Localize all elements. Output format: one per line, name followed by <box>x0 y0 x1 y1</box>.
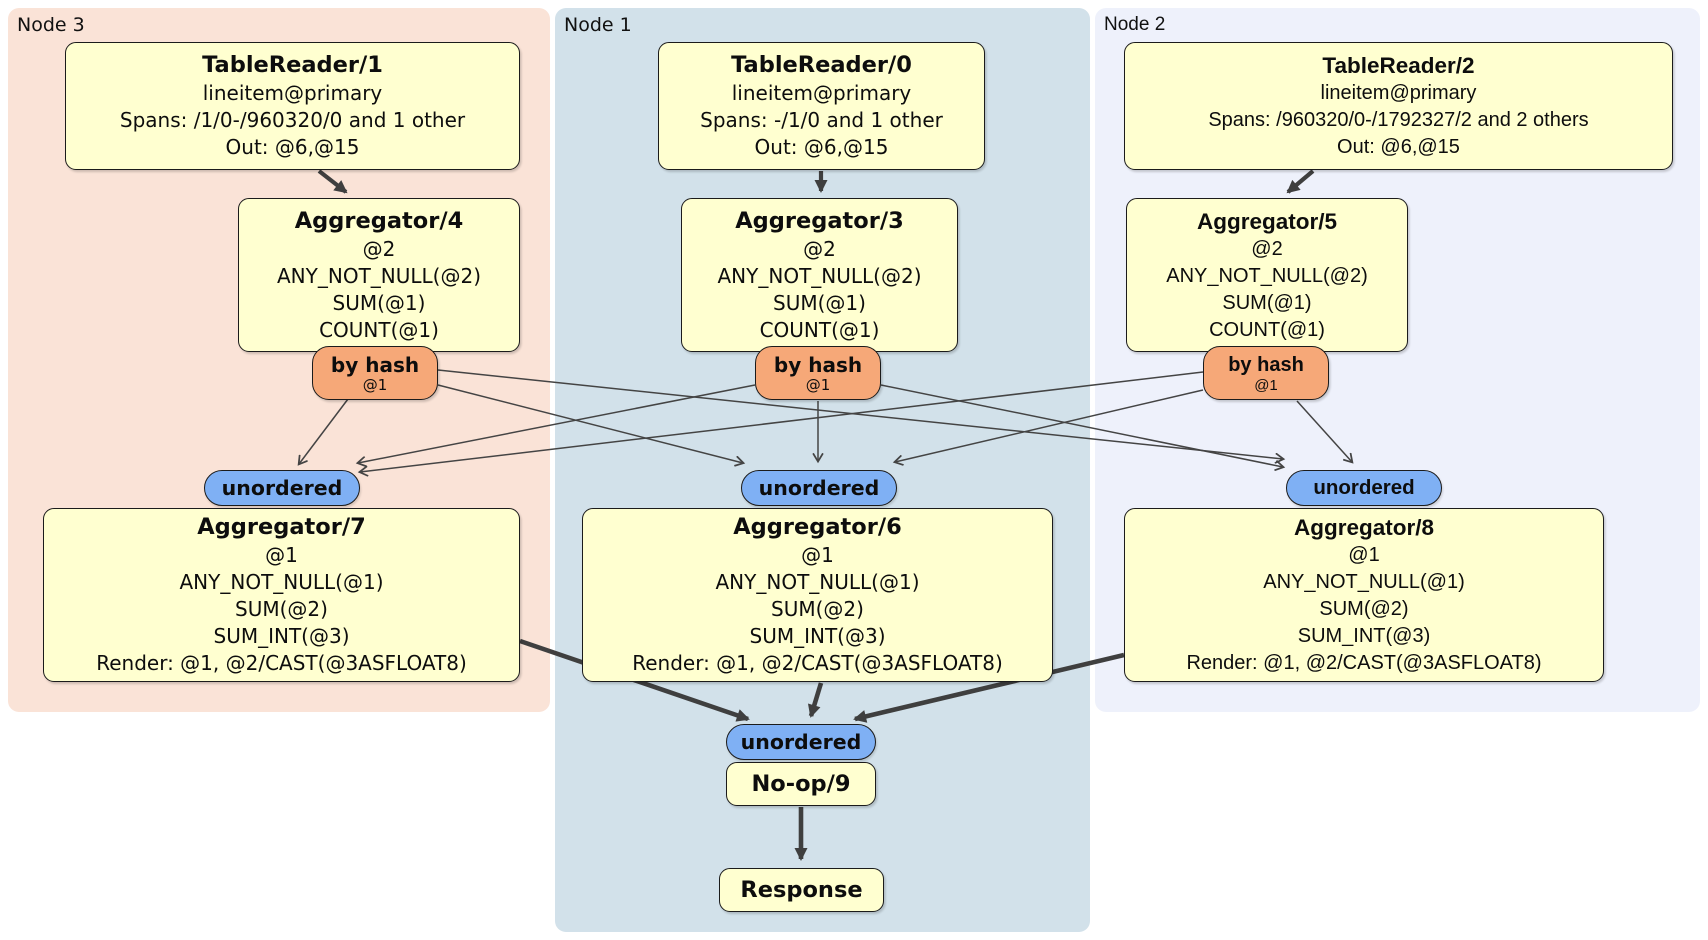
processor-title: Aggregator/6 <box>733 514 902 540</box>
processor-title: Aggregator/7 <box>197 514 366 540</box>
aggregator-group: @1 <box>801 543 834 567</box>
sync-unordered-node3: unordered <box>204 470 360 506</box>
sync-label: unordered <box>758 476 880 500</box>
aggregator-expr: ANY_NOT_NULL(@1) <box>715 570 920 594</box>
box-aggregator-3: Aggregator/3 @2 ANY_NOT_NULL(@2) SUM(@1)… <box>681 198 958 352</box>
aggregator-expr: COUNT(@1) <box>319 317 439 342</box>
aggregator-expr: ANY_NOT_NULL(@1) <box>179 570 384 594</box>
processor-out: Out: @6,@15 <box>754 135 889 159</box>
router-by-hash-node2: by hash @1 <box>1203 346 1329 400</box>
aggregator-render: Render: @1, @2/CAST(@3ASFLOAT8) <box>1186 652 1542 674</box>
processor-out: Out: @6,@15 <box>225 135 360 159</box>
aggregator-expr: ANY_NOT_NULL(@2) <box>717 263 922 288</box>
aggregator-expr: SUM(@1) <box>1222 291 1312 314</box>
aggregator-group: @2 <box>1251 237 1283 260</box>
aggregator-expr: COUNT(@1) <box>1209 318 1325 341</box>
aggregator-expr: SUM_INT(@3) <box>213 624 350 648</box>
router-by-hash-node1: by hash @1 <box>755 346 881 400</box>
box-tablereader-2: TableReader/2 lineitem@primary Spans: /9… <box>1124 42 1673 170</box>
aggregator-expr: SUM(@2) <box>771 597 864 621</box>
router-by-hash-node3: by hash @1 <box>312 346 438 400</box>
box-noop-9: No-op/9 <box>726 762 876 806</box>
processor-title: Response <box>740 876 863 903</box>
processor-index: lineitem@primary <box>731 81 912 105</box>
processor-index: lineitem@primary <box>1320 82 1477 104</box>
box-tablereader-1: TableReader/1 lineitem@primary Spans: /1… <box>65 42 520 170</box>
router-key: @1 <box>805 375 831 394</box>
region-node2-label: Node 2 <box>1104 14 1166 35</box>
aggregator-expr: ANY_NOT_NULL(@1) <box>1263 571 1465 593</box>
router-label: by hash <box>773 352 863 377</box>
sync-unordered-node1: unordered <box>741 470 897 506</box>
edge-router3-sync3 <box>299 398 349 464</box>
edge-router1-sync2 <box>880 384 1283 467</box>
edge-tr1-agg4 <box>317 169 348 194</box>
aggregator-expr: SUM(@2) <box>1319 598 1409 620</box>
processor-index: lineitem@primary <box>202 81 383 105</box>
aggregator-render: Render: @1, @2/CAST(@3ASFLOAT8) <box>632 651 1003 675</box>
processor-title: TableReader/2 <box>1322 53 1475 78</box>
edge-router2-sync3 <box>360 371 1204 472</box>
processor-title: Aggregator/5 <box>1196 208 1338 234</box>
sync-label: unordered <box>221 476 343 500</box>
processor-title: No-op/9 <box>751 770 851 797</box>
edge-agg8-syncfinal <box>853 652 1125 723</box>
processor-spans: Spans: -/1/0 and 1 other <box>700 108 943 132</box>
aggregator-expr: ANY_NOT_NULL(@2) <box>1166 264 1368 287</box>
edge-router3-sync1 <box>437 384 743 463</box>
box-aggregator-4: Aggregator/4 @2 ANY_NOT_NULL(@2) SUM(@1)… <box>238 198 520 352</box>
sync-label: unordered <box>1313 476 1415 499</box>
processor-spans: Spans: /960320/0-/1792327/2 and 2 others <box>1208 109 1589 131</box>
sync-label: unordered <box>740 730 862 754</box>
aggregator-expr: SUM_INT(@3) <box>749 624 886 648</box>
box-aggregator-6: Aggregator/6 @1 ANY_NOT_NULL(@1) SUM(@2)… <box>582 508 1053 682</box>
processor-title: TableReader/0 <box>731 52 912 78</box>
aggregator-expr: SUM(@2) <box>235 597 328 621</box>
box-response: Response <box>719 868 884 912</box>
edge-router3-sync2 <box>437 369 1283 459</box>
region-node3-label: Node 3 <box>17 14 85 36</box>
aggregator-expr: COUNT(@1) <box>759 317 880 342</box>
box-aggregator-7: Aggregator/7 @1 ANY_NOT_NULL(@1) SUM(@2)… <box>43 508 520 682</box>
sync-unordered-final: unordered <box>726 724 876 760</box>
aggregator-expr: ANY_NOT_NULL(@2) <box>277 263 481 288</box>
box-aggregator-8: Aggregator/8 @1 ANY_NOT_NULL(@1) SUM(@2)… <box>1124 508 1604 682</box>
router-key: @1 <box>1254 376 1278 394</box>
processor-title: Aggregator/4 <box>294 207 464 234</box>
aggregator-render: Render: @1, @2/CAST(@3ASFLOAT8) <box>96 651 467 675</box>
box-tablereader-0: TableReader/0 lineitem@primary Spans: -/… <box>658 42 985 170</box>
aggregator-expr: SUM_INT(@3) <box>1297 625 1431 647</box>
processor-title: Aggregator/3 <box>735 207 904 234</box>
processor-out: Out: @6,@15 <box>1337 136 1460 158</box>
edge-router1-sync3 <box>358 384 756 463</box>
router-label: by hash <box>1228 353 1304 376</box>
router-label: by hash <box>330 352 420 377</box>
edge-tr2-agg5 <box>1286 169 1315 194</box>
aggregator-expr: SUM(@1) <box>773 290 866 315</box>
aggregator-group: @1 <box>265 543 298 567</box>
aggregator-group: @1 <box>1348 544 1380 566</box>
edge-agg6-syncfinal <box>807 682 824 718</box>
aggregator-group: @2 <box>362 236 396 261</box>
aggregator-group: @2 <box>803 236 836 261</box>
sync-unordered-node2: unordered <box>1286 470 1442 506</box>
processor-spans: Spans: /1/0-/960320/0 and 1 other <box>119 108 466 132</box>
aggregator-expr: SUM(@1) <box>332 290 426 315</box>
router-key: @1 <box>362 375 388 394</box>
edge-router2-sync2 <box>1296 400 1352 462</box>
processor-title: Aggregator/8 <box>1293 515 1435 540</box>
box-aggregator-5: Aggregator/5 @2 ANY_NOT_NULL(@2) SUM(@1)… <box>1126 198 1408 352</box>
processor-title: TableReader/1 <box>202 52 383 78</box>
edge-router2-sync1 <box>895 389 1204 462</box>
region-node1-label: Node 1 <box>564 14 632 36</box>
